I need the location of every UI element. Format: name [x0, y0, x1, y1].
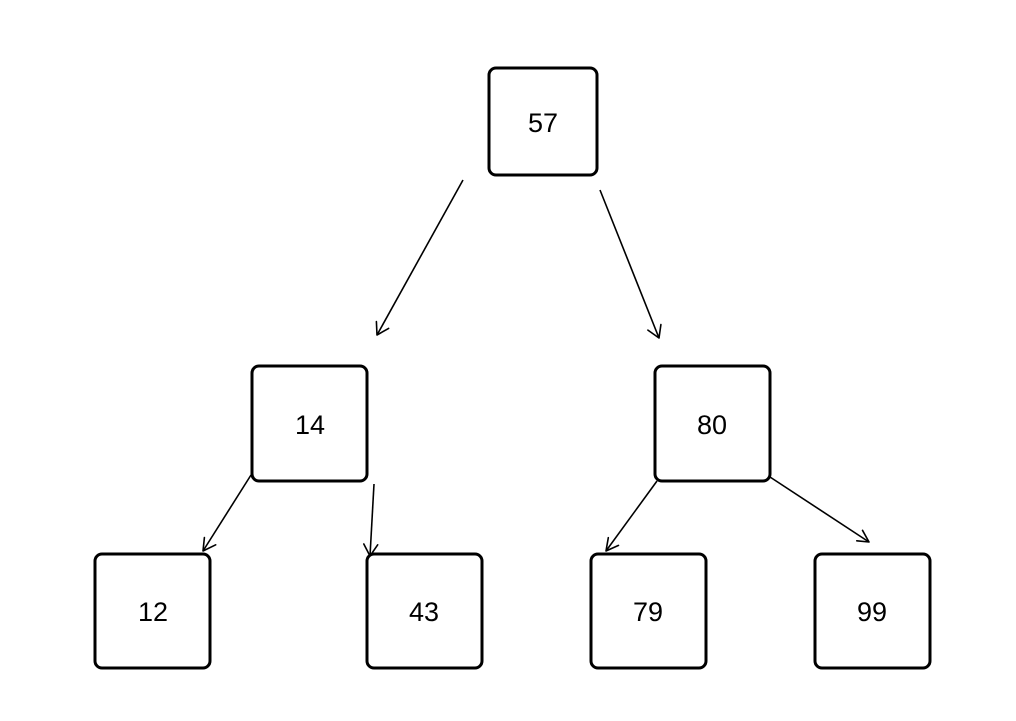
edge-57-80	[599, 189, 662, 339]
edge-14-12	[202, 474, 252, 552]
tree-node: 12	[93, 552, 212, 670]
tree-node: 14	[250, 364, 369, 483]
node-label: 79	[633, 597, 663, 627]
edge-57-14	[375, 179, 464, 336]
tree-node: 43	[365, 552, 484, 670]
node-label: 80	[697, 410, 727, 440]
node-label: 43	[409, 597, 439, 627]
node-label: 12	[138, 597, 168, 627]
tree-node: 80	[653, 364, 772, 483]
tree-node: 79	[589, 552, 708, 670]
tree-node: 57	[487, 66, 599, 177]
node-label: 14	[295, 410, 325, 440]
edge-80-99	[769, 476, 870, 543]
edge-80-79	[605, 480, 658, 552]
node-label: 99	[857, 597, 887, 627]
node-label: 57	[528, 108, 558, 138]
edge-14-43	[362, 483, 379, 557]
tree-node: 99	[813, 552, 932, 670]
